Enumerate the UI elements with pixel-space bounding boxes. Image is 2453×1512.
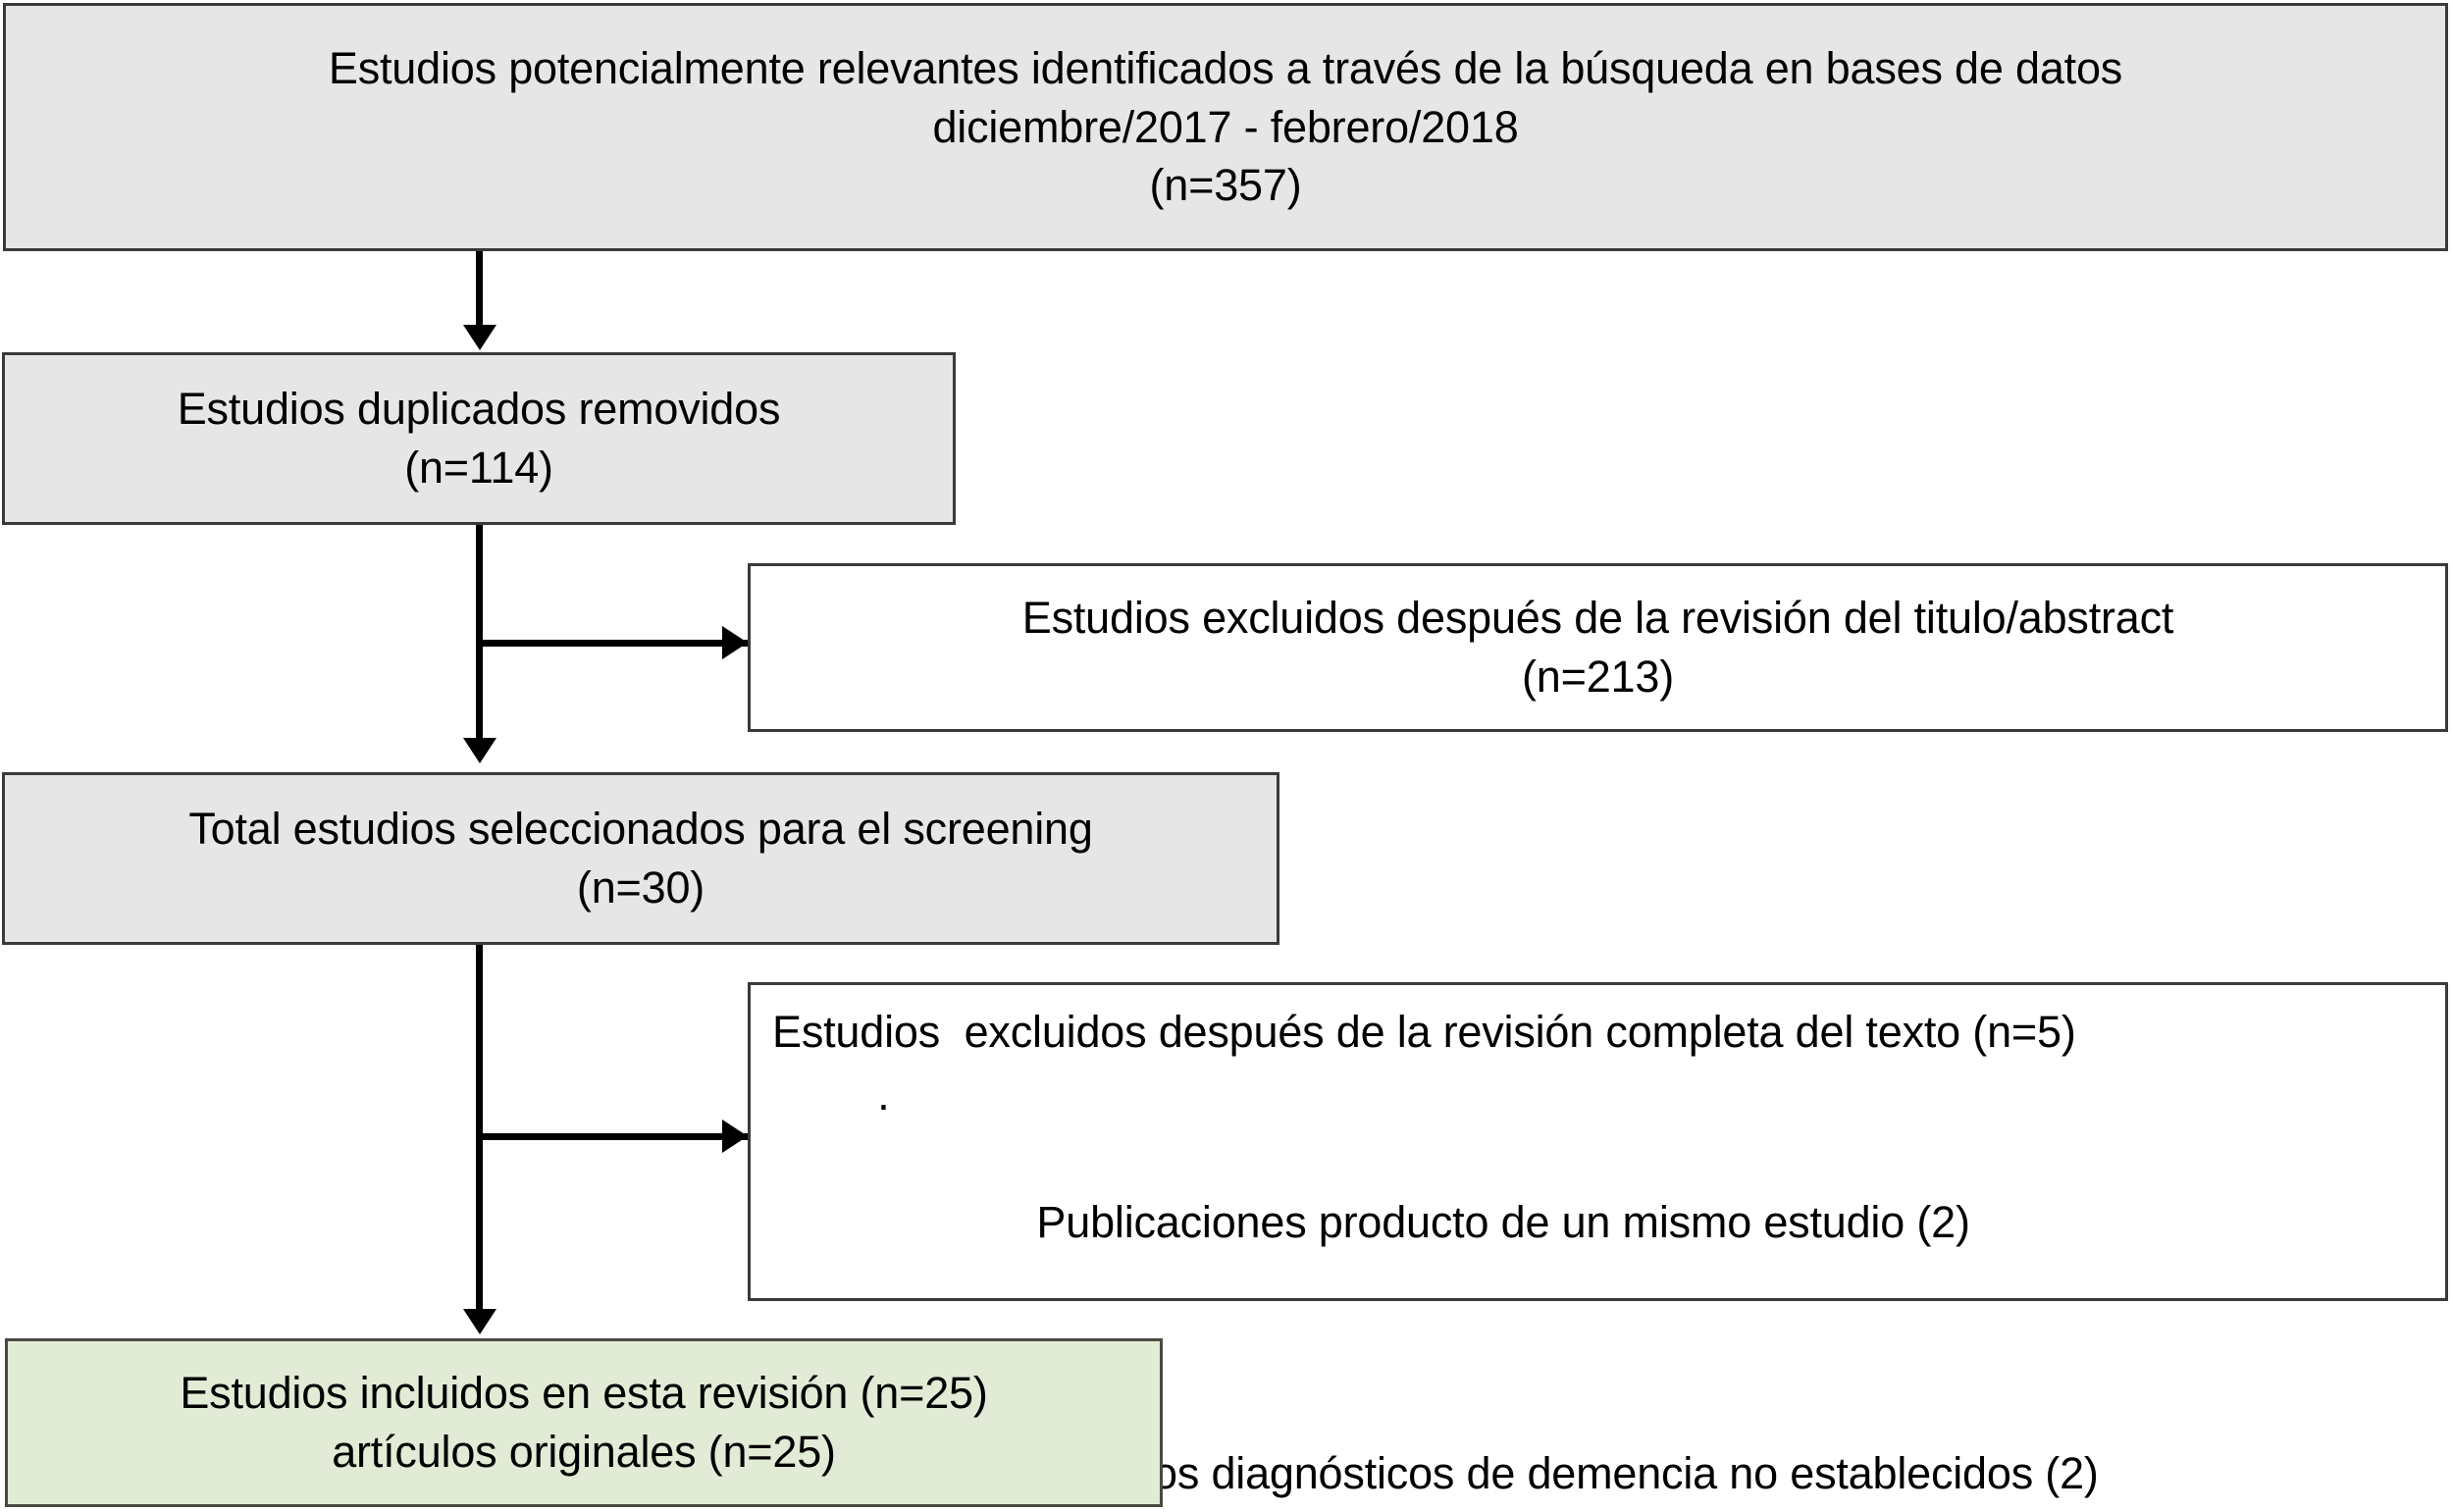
connector-branch-to-excluded-title-line [480, 640, 755, 647]
connector-duplicates-to-screening-arrowhead [463, 738, 496, 763]
list-item-label: Publicaciones producto de un mismo estud… [1036, 1196, 1970, 1247]
list-item: · Publicaciones producto de un mismo est… [751, 1075, 2445, 1310]
box-studies-included-line-1: Estudios incluidos en esta revisión (n=2… [180, 1368, 988, 1419]
bullet-icon: · [876, 1078, 891, 1129]
connector-identified-to-duplicates-arrowhead [463, 325, 496, 350]
list-item-label: Criterios diagnósticos de demencia no es… [1036, 1447, 2099, 1498]
connector-branch-to-excluded-fulltext-arrowhead [722, 1120, 748, 1153]
box-duplicates-removed-line-2: (n=114) [404, 443, 553, 493]
box-excluded-full-text-heading: Estudios excluidos después de la revisió… [772, 1007, 2076, 1057]
box-studies-screening-line-2: (n=30) [576, 862, 705, 912]
box-records-identified-line-2: diciembre/2017 - febrero/2018 [932, 101, 1519, 152]
box-studies-screening-line-1: Total estudios seleccionados para el scr… [188, 804, 1093, 855]
connector-duplicates-to-screening-line [476, 525, 483, 743]
connector-screening-to-included-line [476, 945, 483, 1315]
connector-branch-to-excluded-fulltext-line [480, 1133, 755, 1140]
connector-branch-to-excluded-title-arrowhead [722, 626, 748, 659]
box-duplicates-removed: Estudios duplicados removidos (n=114) [2, 352, 956, 525]
box-studies-screening: Total estudios seleccionados para el scr… [2, 772, 1279, 945]
box-records-identified-line-1: Estudios potencialmente relevantes ident… [328, 42, 2123, 93]
box-records-identified-line-3: (n=357) [1149, 160, 1302, 211]
box-excluded-full-text: Estudios excluidos después de la revisió… [748, 982, 2448, 1498]
box-excluded-title-abstract: Estudios excluidos después de la revisió… [748, 563, 2448, 732]
box-duplicates-removed-line-1: Estudios duplicados removidos [177, 384, 781, 435]
box-studies-included: Estudios incluidos en esta revisión (n=2… [5, 1338, 1163, 1507]
box-excluded-title-abstract-line-1: Estudios excluidos después de la revisió… [1021, 593, 2174, 644]
connector-screening-to-included-arrowhead [463, 1309, 496, 1334]
connector-identified-to-duplicates-line [476, 251, 483, 332]
box-studies-included-line-2: artículos originales (n=25) [332, 1427, 836, 1477]
box-excluded-title-abstract-line-2: (n=213) [1522, 652, 1674, 702]
box-records-identified: Estudios potencialmente relevantes ident… [3, 3, 2448, 251]
